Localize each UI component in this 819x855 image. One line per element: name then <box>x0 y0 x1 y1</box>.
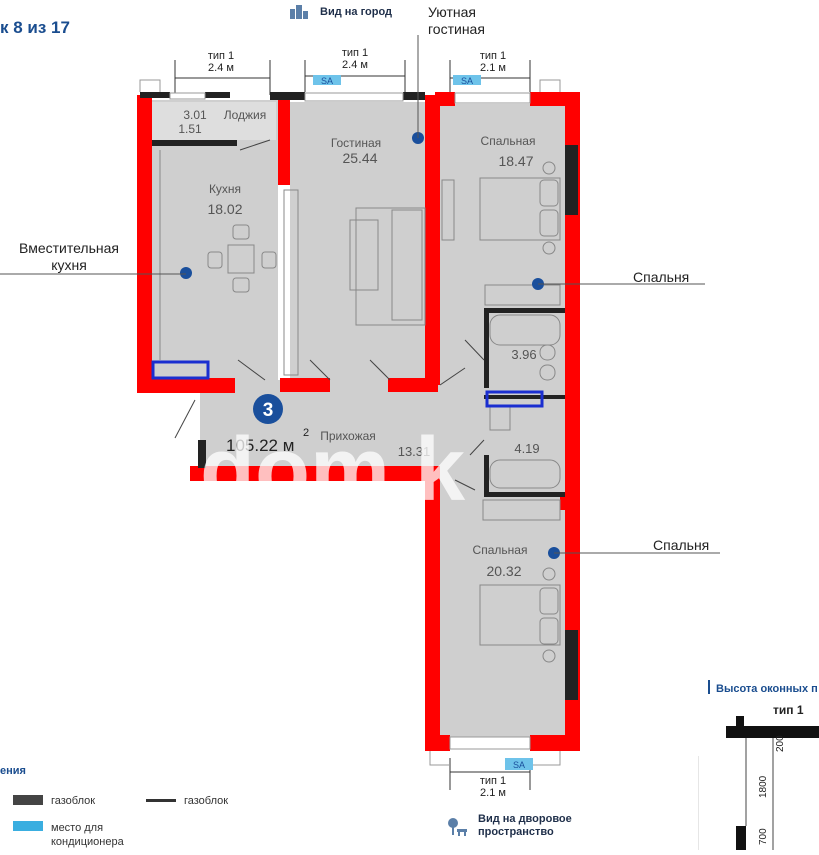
living-name: Гостиная <box>331 136 381 150</box>
loggia-area-a: 3.01 <box>183 108 207 122</box>
room-floors <box>150 100 565 740</box>
callout-lines <box>0 35 720 554</box>
legend-label-ac-line2: кондиционера <box>51 836 124 848</box>
city-buildings-icon <box>289 3 309 19</box>
loggia-name: Лоджия <box>224 108 267 122</box>
window-heights-title: Высота оконных п <box>716 683 818 695</box>
callout-cozy-living-line2: гостиная <box>428 21 485 37</box>
legend-label-1: газоблок <box>51 795 96 807</box>
callout-spacious-kitchen-line1: Вместительная <box>19 240 119 256</box>
rooms-count: 3 <box>263 400 274 421</box>
window-heights-accent <box>708 680 710 694</box>
total-area: 105.22 м <box>226 436 294 455</box>
hall-name: Прихожая <box>320 429 376 443</box>
total-area-unit: 2 <box>303 427 309 439</box>
outlined-areas <box>151 360 544 408</box>
legend-label-ac: место для кондиционера <box>51 821 124 849</box>
window-bottom-type: тип 1 <box>479 775 507 787</box>
callout-bedroom-bottom: Спальня <box>653 537 710 553</box>
furniture <box>159 150 561 663</box>
bath1-area: 3.96 <box>511 347 536 362</box>
window-heights-drawing <box>697 716 819 850</box>
windows <box>169 92 531 750</box>
window-middle-label: тип 1 2.4 м <box>320 47 390 71</box>
yard-tree-icon <box>445 814 469 838</box>
view-city-label: Вид на город <box>320 6 392 18</box>
callout-cozy-living: Уютная гостиная <box>428 4 485 38</box>
legend-label-ac-line1: место для <box>51 822 104 834</box>
bedroom2-name: Спальная <box>473 543 528 557</box>
kitchen-floor <box>150 100 278 380</box>
window-right-type: тип 1 <box>479 50 507 62</box>
view-yard-line2: пространство <box>478 826 554 838</box>
facade-outline <box>139 79 561 766</box>
rooms-count-badge <box>253 394 283 424</box>
ac-places <box>313 75 533 770</box>
callout-spacious-kitchen: Вместительная кухня <box>8 240 130 274</box>
bath2-area: 4.19 <box>514 441 539 456</box>
window-middle-type: тип 1 <box>341 47 369 59</box>
window-right-width: 2.1 м <box>480 62 506 74</box>
hall-area: 13.31 <box>398 444 431 459</box>
window-middle-width: 2.4 м <box>342 59 368 71</box>
legend-swatch-gasblock-2 <box>146 799 176 802</box>
living-area: 25.44 <box>342 150 377 166</box>
window-left-label: тип 1 2.4 м <box>186 50 256 74</box>
kitchen-name: Кухня <box>209 182 241 196</box>
window-left-width: 2.4 м <box>208 62 234 74</box>
legend-swatch-ac <box>13 821 43 831</box>
door-swings <box>174 139 485 491</box>
callout-spacious-kitchen-line2: кухня <box>51 257 87 273</box>
watermark: dom.k <box>200 420 466 520</box>
window-height-700: 700 <box>758 828 769 845</box>
kitchen-area: 18.02 <box>207 201 242 217</box>
loggia-area-b: 1.51 <box>178 122 202 136</box>
ac-middle-label: SA <box>321 76 333 86</box>
loggia-floor <box>152 102 276 140</box>
window-left-type: тип 1 <box>207 50 235 62</box>
window-heights-type: тип 1 <box>773 703 804 717</box>
legend-swatch-gasblock-1 <box>13 795 43 805</box>
floor-label: к 8 из 17 <box>0 18 70 37</box>
view-yard-label: Вид на дворовое пространство <box>478 813 572 839</box>
bedroom2-area: 20.32 <box>486 563 521 579</box>
legend-label-2: газоблок <box>184 795 229 807</box>
ac-bottom-label: SA <box>513 760 525 770</box>
legend-title: ения <box>0 765 26 777</box>
callout-bedroom-top: Спальня <box>633 269 690 285</box>
window-height-1800: 1800 <box>758 775 769 798</box>
load-bearing-walls <box>137 92 580 751</box>
view-yard-line1: Вид на дворовое <box>478 813 572 825</box>
window-bottom-label: тип 1 2.1 м <box>458 775 528 799</box>
callout-cozy-living-line1: Уютная <box>428 4 476 20</box>
window-right-label: тип 1 2.1 м <box>458 50 528 74</box>
bedroom1-name: Спальная <box>481 134 536 148</box>
partitions <box>140 92 578 700</box>
window-height-200: 200 <box>775 735 786 752</box>
window-bottom-width: 2.1 м <box>480 787 506 799</box>
bedroom1-area: 18.47 <box>498 153 533 169</box>
ac-right-label: SA <box>461 76 473 86</box>
